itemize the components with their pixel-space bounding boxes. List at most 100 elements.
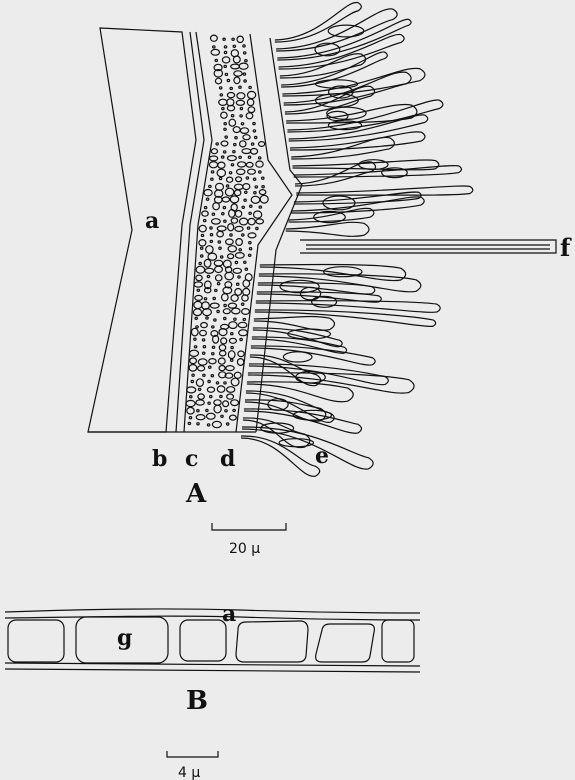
granule bbox=[217, 226, 226, 231]
granule bbox=[238, 322, 247, 327]
granule bbox=[215, 78, 221, 84]
granule bbox=[234, 190, 240, 196]
granule bbox=[194, 338, 196, 340]
granule bbox=[230, 196, 238, 203]
granule bbox=[230, 415, 237, 420]
granule bbox=[259, 206, 261, 208]
granule bbox=[228, 224, 234, 231]
granule bbox=[256, 161, 263, 167]
granule bbox=[228, 156, 237, 161]
granule bbox=[224, 382, 226, 384]
granule bbox=[210, 303, 219, 308]
granule bbox=[236, 100, 244, 105]
granule bbox=[249, 248, 251, 250]
granule bbox=[226, 185, 228, 187]
granule bbox=[214, 405, 221, 413]
granule bbox=[226, 366, 234, 371]
granule bbox=[219, 99, 227, 105]
granule bbox=[225, 272, 234, 280]
granule bbox=[219, 247, 221, 249]
granule bbox=[251, 143, 253, 145]
granule bbox=[223, 401, 229, 407]
granule bbox=[229, 172, 231, 174]
granule bbox=[234, 184, 243, 189]
granule bbox=[187, 387, 196, 393]
wall-bottom-line-2 bbox=[5, 669, 420, 672]
granule bbox=[221, 415, 223, 417]
granule bbox=[248, 91, 256, 98]
granule bbox=[242, 295, 248, 301]
granule bbox=[256, 219, 264, 224]
granule bbox=[216, 143, 218, 145]
granule bbox=[217, 386, 225, 392]
hypha bbox=[294, 166, 462, 177]
granule bbox=[211, 149, 217, 154]
granule bbox=[223, 309, 230, 314]
granule bbox=[224, 220, 226, 222]
granule bbox=[208, 380, 210, 382]
granule bbox=[233, 268, 241, 273]
granule bbox=[243, 184, 250, 190]
granule bbox=[243, 45, 245, 47]
granule bbox=[244, 199, 246, 201]
granule bbox=[235, 211, 241, 218]
granule bbox=[254, 211, 262, 218]
granule bbox=[224, 151, 226, 153]
granule bbox=[204, 207, 206, 209]
granule bbox=[212, 213, 214, 215]
granule bbox=[239, 156, 241, 158]
granule bbox=[238, 276, 240, 278]
wall-bottom-line-1 bbox=[5, 663, 420, 666]
granule bbox=[227, 394, 234, 399]
granule bbox=[246, 177, 248, 179]
panel-label-b: B bbox=[186, 686, 208, 716]
granule bbox=[255, 186, 257, 188]
granule bbox=[197, 289, 199, 291]
granule bbox=[224, 51, 226, 53]
granule bbox=[225, 410, 227, 412]
granule bbox=[231, 164, 233, 166]
hypha bbox=[286, 222, 369, 236]
granule bbox=[228, 303, 236, 308]
granule bbox=[199, 240, 206, 246]
granule bbox=[209, 162, 217, 168]
granule bbox=[235, 226, 243, 231]
granule bbox=[214, 260, 223, 266]
granule bbox=[243, 135, 250, 140]
granule bbox=[224, 128, 226, 130]
granule bbox=[253, 123, 255, 125]
granule bbox=[229, 322, 237, 329]
granule bbox=[234, 77, 240, 84]
granule bbox=[220, 351, 226, 356]
granule bbox=[231, 400, 239, 406]
granule bbox=[212, 219, 221, 224]
granule bbox=[216, 183, 224, 190]
hypha bbox=[275, 2, 362, 42]
granule bbox=[212, 353, 214, 355]
granule bbox=[189, 417, 191, 419]
granule bbox=[210, 240, 212, 242]
hypha bbox=[294, 192, 421, 204]
label-d: d bbox=[220, 446, 235, 472]
granule bbox=[206, 246, 213, 254]
granule bbox=[201, 323, 208, 328]
granule bbox=[224, 317, 226, 319]
granule bbox=[190, 358, 197, 364]
granule bbox=[218, 162, 225, 168]
granule bbox=[233, 45, 235, 47]
cell-5 bbox=[316, 624, 375, 662]
granule bbox=[213, 203, 220, 210]
granule bbox=[227, 177, 233, 182]
granule bbox=[253, 178, 255, 180]
scale-label-a: 20 μ bbox=[229, 541, 260, 557]
granule bbox=[237, 283, 239, 285]
granule bbox=[215, 266, 223, 272]
granule bbox=[240, 115, 242, 117]
granule bbox=[212, 346, 214, 348]
granule bbox=[247, 227, 249, 229]
label-f: f bbox=[560, 233, 572, 262]
granule bbox=[242, 149, 251, 154]
granule bbox=[231, 347, 233, 349]
wall-top-line-1 bbox=[5, 609, 420, 613]
